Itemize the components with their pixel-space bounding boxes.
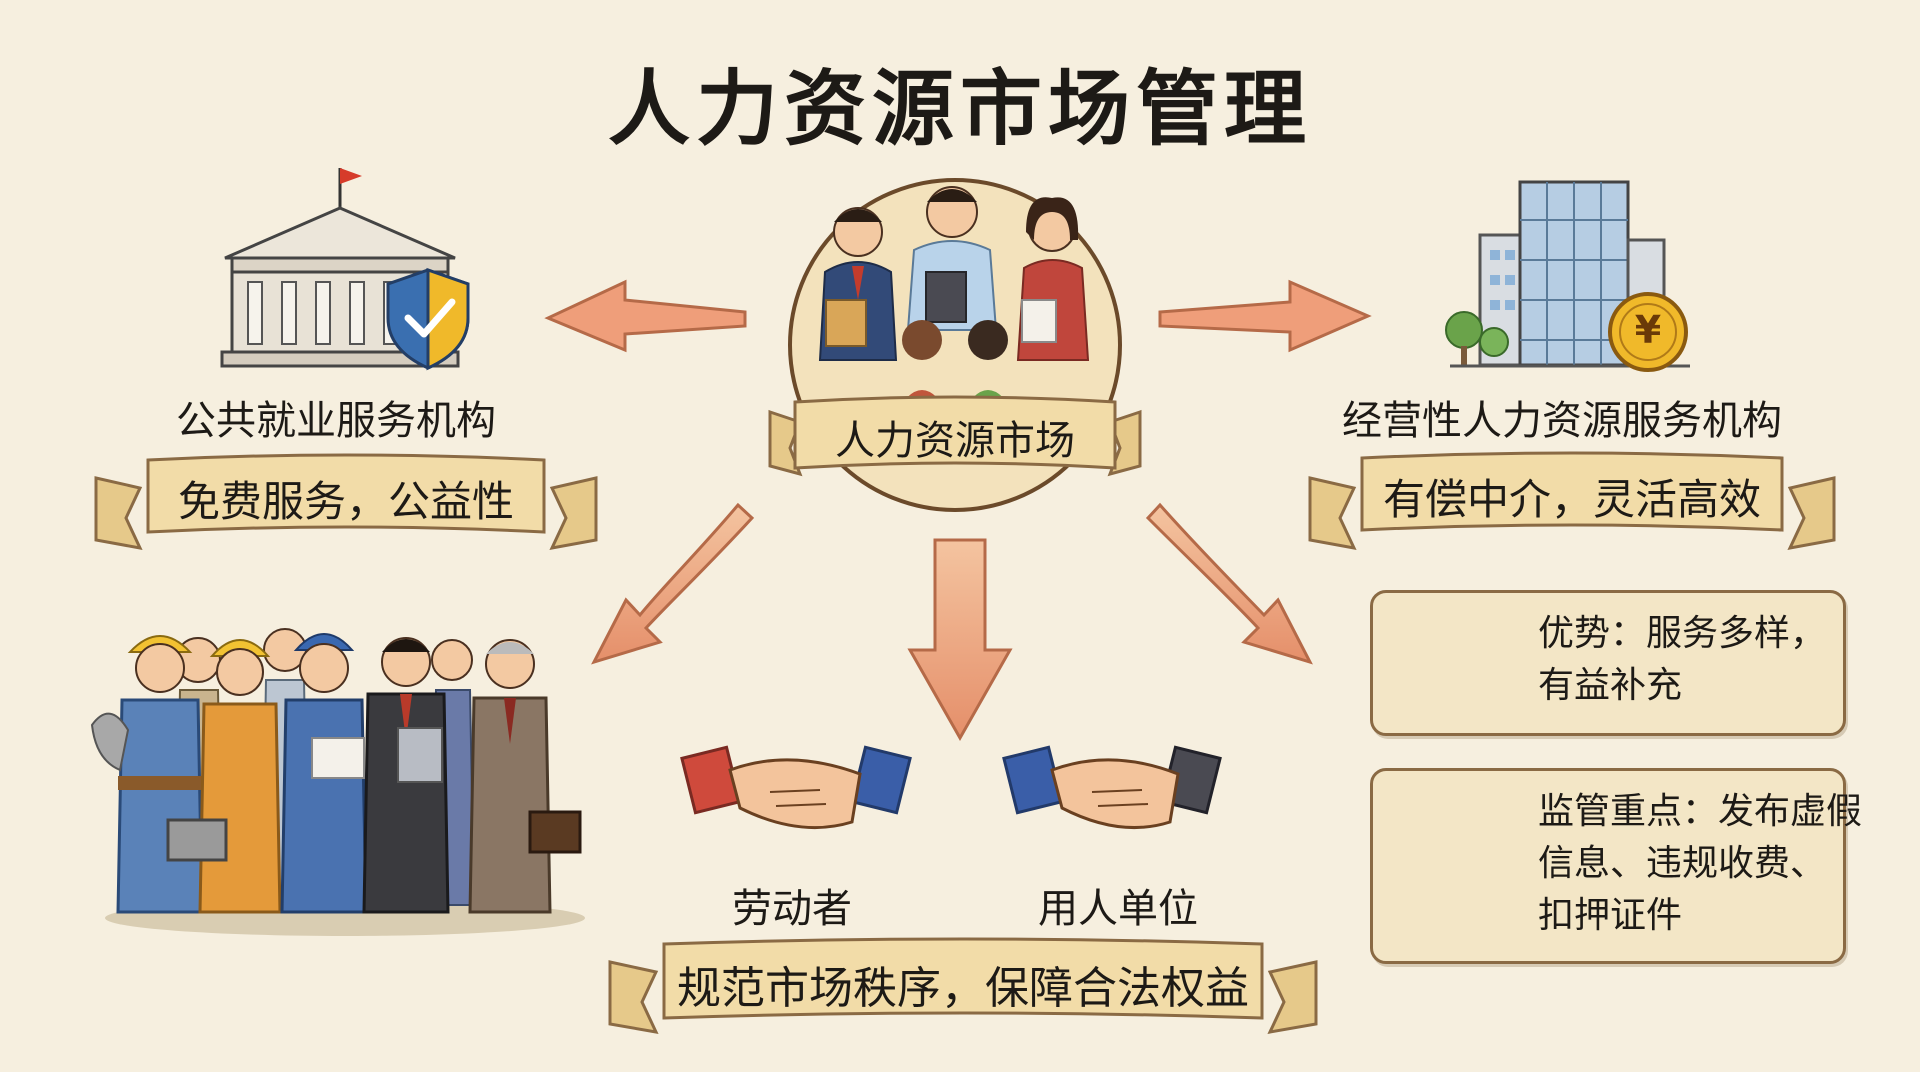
advantage-text: 优势：服务多样， 有益补充 <box>1538 608 1826 712</box>
female-worker-figure <box>166 639 282 914</box>
supervision-line-2: 信息、违规收费、 <box>1538 843 1827 884</box>
handshake-icon <box>1002 745 1222 830</box>
bottom-banner-text: 规范市场秩序，保障合法权益 <box>677 963 1249 1014</box>
businessman-figure <box>818 207 898 361</box>
right-banner-ribbon <box>1308 451 1836 550</box>
arrow-down-left <box>591 502 755 665</box>
center-badge-text: 人力资源市场 <box>835 418 1075 464</box>
senior-man-figure <box>468 639 582 914</box>
commercial-agency-name: 经营性人力资源服务机构 <box>1342 398 1782 444</box>
shield-check-icon <box>386 267 470 371</box>
workers-group-illustration <box>90 628 585 936</box>
yen-coin-icon <box>1608 292 1688 372</box>
worker-label: 劳动者 <box>732 886 852 932</box>
handshake-icon <box>680 745 912 830</box>
bottom-banner-ribbon <box>608 937 1318 1034</box>
employer-label: 用人单位 <box>1038 886 1198 932</box>
arrow-to-left <box>544 279 747 353</box>
arrow-down-right <box>1145 502 1313 665</box>
arrow-to-right <box>1158 279 1372 353</box>
woman-red-jacket-figure <box>1016 197 1090 361</box>
supervision-text: 监管重点：发布虚假 信息、违规收费、 扣押证件 <box>1538 786 1862 942</box>
page-title: 人力资源市场管理 <box>607 62 1312 157</box>
man-light-shirt-figure <box>906 186 998 331</box>
supervision-line-1: 监管重点：发布虚假 <box>1538 791 1863 832</box>
supervision-card <box>1370 768 1846 964</box>
office-man-figure <box>362 637 450 914</box>
left-banner-ribbon <box>94 453 598 550</box>
commercial-agency-banner-text: 有偿中介，灵活高效 <box>1382 475 1761 524</box>
supervision-line-3: 扣押证件 <box>1538 895 1683 936</box>
advantage-line-2: 有益补充 <box>1538 665 1683 706</box>
advantage-line-1: 优势：服务多样， <box>1538 613 1827 654</box>
center-banner-ribbon <box>768 395 1142 477</box>
yen-symbol: ¥ <box>1634 308 1662 352</box>
arrow-down-center <box>907 538 1013 742</box>
helmet-worker-figure <box>280 633 368 914</box>
advantage-card <box>1370 590 1846 736</box>
public-agency-banner-text: 免费服务，公益性 <box>177 477 514 526</box>
public-agency-name: 公共就业服务机构 <box>176 398 496 444</box>
